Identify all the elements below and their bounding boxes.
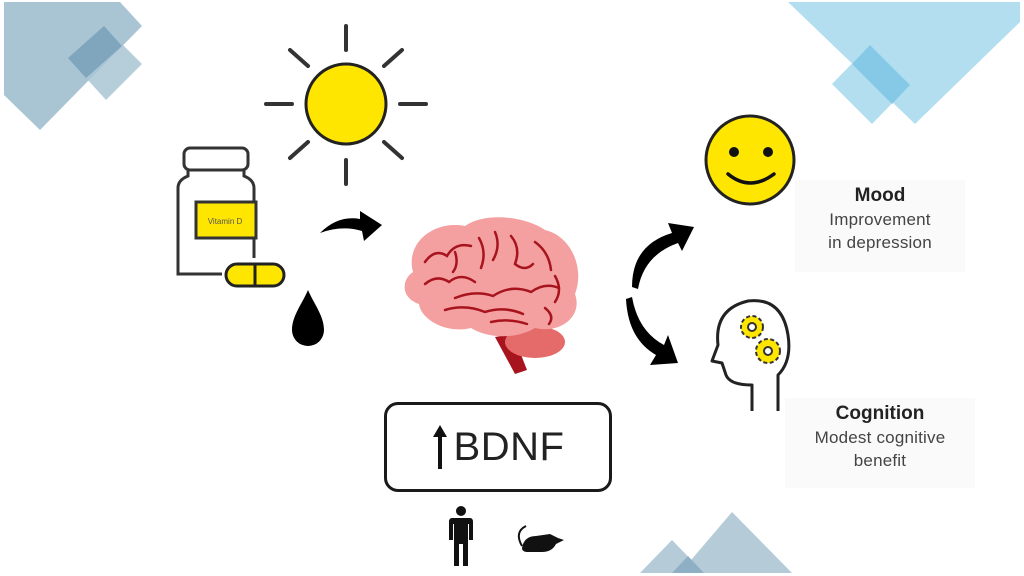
smiley-icon (704, 114, 796, 206)
cognition-line1: Modest cognitive (814, 428, 946, 447)
sun-icon (264, 24, 428, 186)
gear-icon (755, 338, 781, 364)
drop-icon (292, 290, 324, 346)
vitamin-label: Vitamin D (208, 217, 243, 226)
mood-line2: in depression (828, 233, 932, 252)
arrow-to-cognition-icon (626, 297, 678, 365)
mood-line1: Improvement (829, 210, 931, 229)
bdnf-box: BDNF (384, 402, 612, 492)
bdnf-label: BDNF (453, 424, 565, 469)
cognition-outcome-label: Cognition Modest cognitive benefit (785, 398, 975, 488)
brain-icon (404, 217, 579, 374)
decor-top-left-shapes (4, 2, 142, 130)
cognition-title: Cognition (835, 403, 925, 424)
human-icon (449, 506, 473, 566)
decor-bottom-triangles (640, 512, 792, 573)
arrow-to-mood-icon (632, 223, 694, 289)
up-arrow-icon (432, 425, 447, 469)
decor-top-right-shapes (788, 2, 1020, 124)
cognition-line2: benefit (853, 451, 907, 470)
vitamin-bottle-icon: Vitamin D (176, 146, 286, 288)
mood-title: Mood (854, 185, 906, 206)
head-gears-icon (710, 299, 791, 411)
gear-icon (740, 315, 764, 339)
mood-outcome-label: Mood Improvement in depression (795, 180, 965, 272)
arrow-to-brain-icon (320, 211, 382, 241)
rodent-icon (517, 525, 564, 552)
